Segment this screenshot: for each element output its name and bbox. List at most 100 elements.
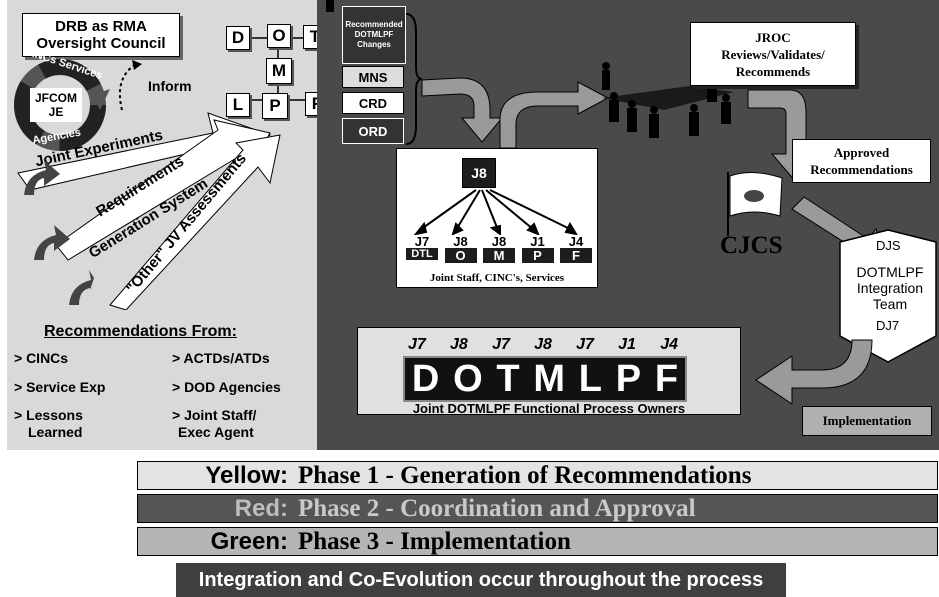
j8-item-code: J1 — [521, 235, 554, 248]
j8-items: J7 DTL J8 O J8 M J1 P J4 F — [406, 235, 592, 267]
owner-letter-m: M — [533, 357, 566, 400]
owner-letter-o: O — [453, 357, 483, 400]
integration-line2: Integration — [856, 280, 924, 296]
rec-lessons: > Lessons — [14, 407, 83, 423]
j8-item-code: J7 — [406, 235, 438, 248]
owner-letter-f: F — [654, 357, 679, 400]
drb-box: DRB as RMA Oversight Council — [22, 13, 180, 57]
owner-letter-l: L — [578, 357, 602, 400]
rec-changes-line2: DOTMLPF — [354, 30, 394, 39]
owner-code-l: J7 — [576, 336, 594, 353]
inform-arrow — [118, 60, 142, 111]
owner-code-o: J8 — [450, 336, 468, 353]
flow-arrow-to-jroc — [499, 81, 610, 149]
rec-changes-line1: Recommended — [345, 20, 403, 29]
phase2-color: Red: — [234, 494, 288, 522]
inform-label: Inform — [148, 78, 192, 94]
cjcs-label: CJCS — [720, 232, 783, 259]
j8-connector-arrows — [413, 189, 579, 236]
j8-container — [396, 148, 598, 288]
rec-learned: Learned — [28, 424, 83, 440]
jroc-line2: Reviews/Validates/ — [721, 46, 825, 62]
cjcs-flag-icon — [727, 172, 783, 236]
j8-item-letter: M — [483, 248, 515, 263]
integration-line1: DOTMLPF — [856, 264, 924, 280]
approved-line2: Recommendations — [810, 162, 913, 177]
doc-crd: CRD — [342, 92, 404, 114]
cincs-ring — [14, 59, 110, 151]
flow-arrow-to-j8 — [421, 77, 504, 143]
rec-joint-staff: > Joint Staff/ — [172, 407, 257, 423]
j8-item-letter: F — [560, 248, 592, 263]
j8-item-j8-m: J8 M — [483, 235, 515, 267]
rec-exec-agent: Exec Agent — [178, 424, 254, 440]
approved-line1: Approved — [833, 145, 890, 160]
j8-item-code: J8 — [483, 235, 515, 248]
doc-mns: MNS — [342, 66, 404, 88]
doc-bracket — [405, 13, 423, 145]
footer-text: Integration and Co-Evolution occur throu… — [198, 568, 764, 591]
owner-code-d: J7 — [408, 336, 426, 353]
phase1-color: Yellow: — [205, 461, 288, 489]
rec-dod-agencies: > DOD Agencies — [172, 379, 281, 395]
recommended-changes-box: Recommended DOTMLPF Changes — [342, 6, 406, 64]
approved-recommendations-box: Approved Recommendations — [792, 139, 931, 183]
jroc-line1: JROC — [755, 29, 791, 45]
integration-line3: Team — [872, 296, 908, 312]
top-indicator — [326, 0, 334, 12]
j8-item-j4: J4 F — [560, 235, 592, 267]
j8-top-box: J8 — [462, 158, 496, 188]
j8-item-j1: J1 P — [521, 235, 554, 267]
flow-arrow-to-owners — [755, 339, 873, 405]
owner-code-m: J8 — [534, 336, 552, 353]
implementation-label: Implementation — [822, 413, 912, 428]
jfcom-line2: JE — [48, 105, 64, 119]
footer-banner: Integration and Co-Evolution occur throu… — [176, 563, 786, 597]
jroc-line3: Recommends — [735, 63, 811, 79]
j8-item-letter: DTL — [406, 248, 438, 260]
phase3-text: Phase 3 - Implementation — [298, 527, 571, 555]
integration-team-shape — [839, 229, 937, 363]
phase3-row: Green: Phase 3 - Implementation — [137, 527, 938, 556]
phase1-text: Phase 1 - Generation of Recommendations — [298, 461, 752, 489]
dot-letter-d: D — [226, 26, 250, 50]
recommendations-title: Recommendations From: — [44, 323, 237, 340]
dot-letter-o: O — [267, 24, 291, 48]
owner-code-p: J1 — [618, 336, 636, 353]
dot-letter-m: M — [266, 58, 292, 84]
drb-line2: Oversight Council — [36, 35, 166, 52]
doc-ord: ORD — [342, 118, 404, 144]
owner-code-t: J7 — [492, 336, 510, 353]
input-arrows — [17, 112, 281, 310]
j8-item-code: J8 — [444, 235, 477, 248]
phase3-color: Green: — [210, 527, 288, 555]
phase1-row: Yellow: Phase 1 - Generation of Recommen… — [137, 461, 938, 490]
rec-service-exp: > Service Exp — [14, 379, 106, 395]
owners-codes: J7 J8 J7 J8 J7 J1 J4 — [408, 336, 678, 354]
j8-item-letter: P — [521, 248, 554, 263]
j8-item-code: J4 — [560, 235, 592, 248]
dot-letter-p: P — [262, 93, 288, 119]
owner-letter-d: D — [411, 357, 440, 400]
owner-letter-t: T — [496, 357, 520, 400]
rec-cincs: > CINCs — [14, 350, 69, 366]
drb-line1: DRB as RMA — [55, 18, 147, 35]
curved-input-arrows — [24, 160, 94, 305]
rec-actds: > ACTDs/ATDs — [172, 350, 270, 366]
phase2-row: Red: Phase 2 - Coordination and Approval — [137, 494, 938, 523]
j8-caption: Joint Staff, CINC's, Services — [429, 272, 565, 284]
jroc-box: JROC Reviews/Validates/ Recommends — [690, 22, 856, 86]
dj7-label: DJ7 — [876, 318, 900, 333]
owners-letter-bar: D O T M L P F — [403, 356, 687, 402]
phase2-text: Phase 2 - Coordination and Approval — [298, 494, 696, 522]
jfcom-box: JFCOM JE — [30, 88, 82, 122]
owners-caption: Joint DOTMLPF Functional Process Owners — [412, 401, 686, 416]
j8-item-letter: O — [444, 248, 477, 263]
dot-letter-l: L — [226, 93, 250, 117]
djs-label: DJS — [876, 238, 901, 253]
owner-code-f: J4 — [660, 336, 678, 353]
jfcom-line1: JFCOM — [35, 91, 77, 105]
j8-item-j8-o: J8 O — [444, 235, 477, 267]
owner-letter-p: P — [615, 357, 642, 400]
implementation-box: Implementation — [802, 406, 932, 436]
